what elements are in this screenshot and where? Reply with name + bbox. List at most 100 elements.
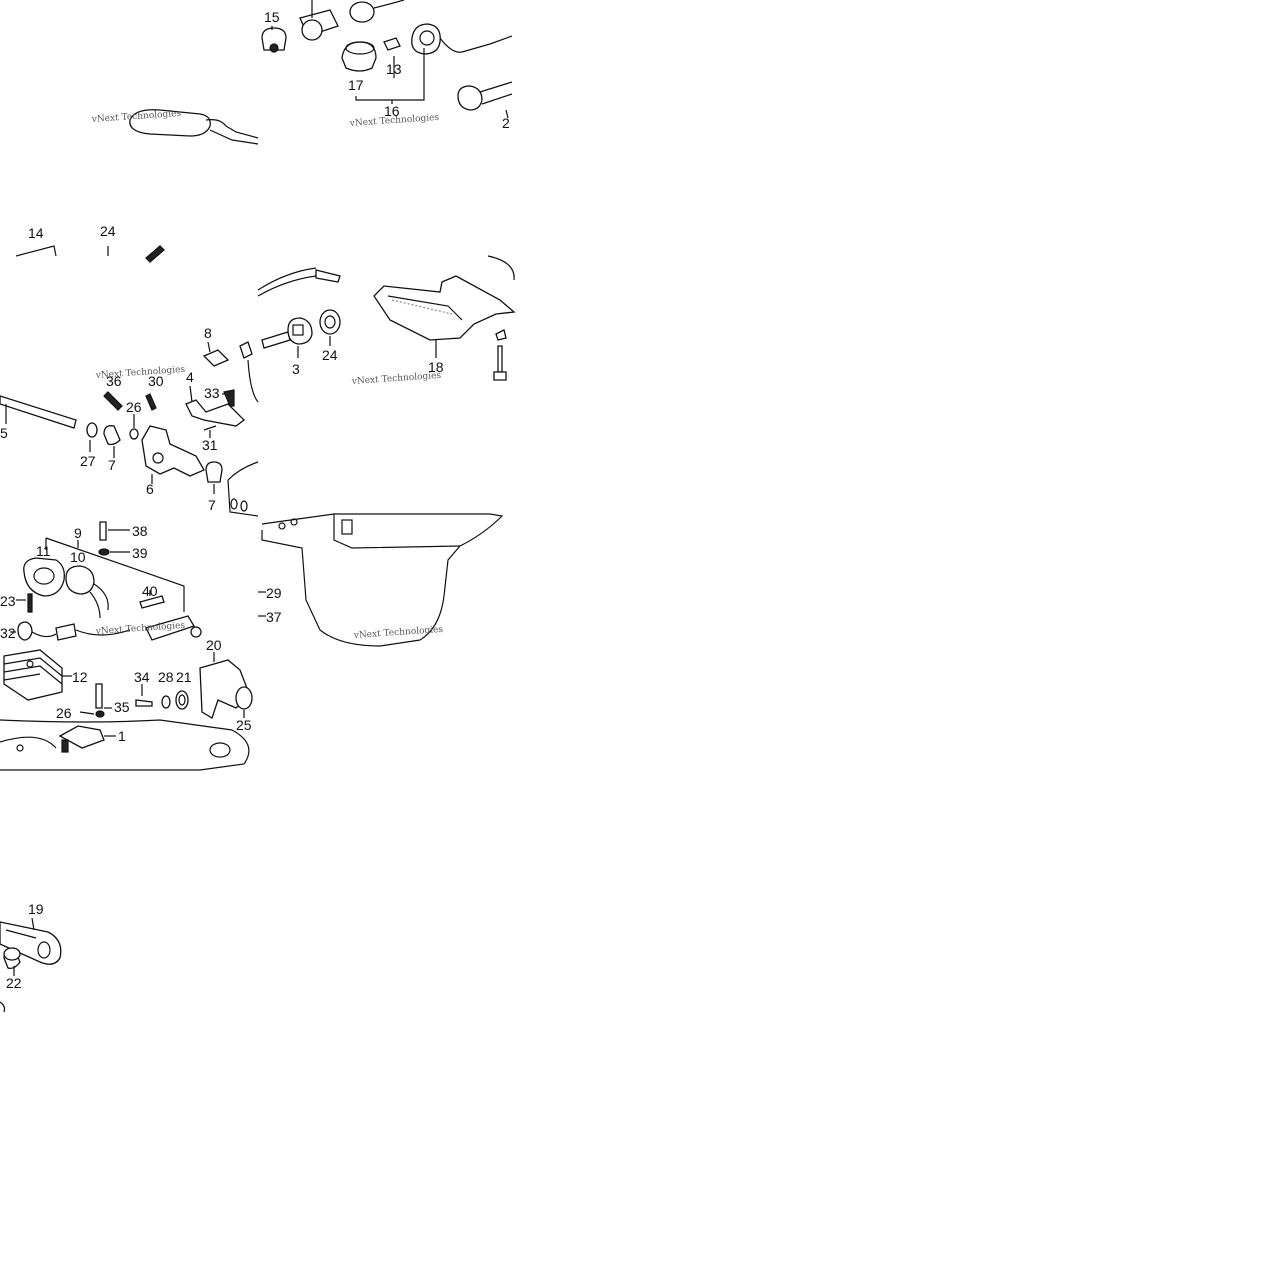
part-18-ridge xyxy=(387,295,463,321)
lower-pan-edge xyxy=(0,719,250,771)
label-part-9: 9 xyxy=(74,525,82,541)
part-16-inner xyxy=(419,30,435,46)
part-4-plate xyxy=(185,399,245,427)
part-15-cap xyxy=(261,27,287,51)
label-part-24b: 24 xyxy=(322,347,338,363)
part-36-bolt xyxy=(103,391,123,411)
label-part-18: 18 xyxy=(428,359,444,375)
handle-bolt-head xyxy=(493,371,507,381)
label-part-28: 28 xyxy=(158,669,174,685)
label-part-29: 29 xyxy=(266,585,282,601)
label-part-8: 8 xyxy=(204,325,212,341)
lower-cowl-body xyxy=(261,513,504,647)
label-part-33: 33 xyxy=(204,385,220,401)
cable-end xyxy=(239,341,253,359)
part-2-switch xyxy=(457,85,483,111)
part-3-square xyxy=(292,324,304,336)
part-21-ring xyxy=(175,690,189,710)
handle-nut xyxy=(495,329,507,341)
cowl-latch xyxy=(341,519,353,535)
panel-carry-handle xyxy=(257,255,516,381)
switch-nut xyxy=(349,1,375,23)
label-part-7b: 7 xyxy=(208,497,216,513)
part-39-washer xyxy=(98,548,110,556)
watermarks: vNext Technologies vNext Technologies vN… xyxy=(91,109,444,641)
label-part-11: 11 xyxy=(36,543,51,559)
label-part-40: 40 xyxy=(142,583,158,599)
label-part-37: 37 xyxy=(266,609,282,625)
part-25-ring xyxy=(235,686,253,710)
label-part-39: 39 xyxy=(132,545,148,561)
part-12-hole xyxy=(26,660,34,668)
label-part-14: 14 xyxy=(28,225,44,241)
panel-linkage xyxy=(0,245,259,494)
bracket-14 xyxy=(15,245,57,257)
cable-tip xyxy=(315,269,341,283)
part-10-coil xyxy=(65,565,95,595)
bracket-9 xyxy=(45,537,185,612)
panel-electrical xyxy=(0,521,253,771)
part-12-fins xyxy=(3,657,63,685)
leader-19 xyxy=(31,917,35,931)
harness-wire xyxy=(31,629,131,638)
cowl-hole-d xyxy=(290,518,298,526)
part-1-switch xyxy=(58,725,105,749)
part-27-washer xyxy=(86,422,98,438)
part-19-eye xyxy=(37,941,51,959)
part-40-pin xyxy=(139,595,165,609)
part-24-nut xyxy=(319,309,341,335)
label-part-24: 24 xyxy=(100,223,116,239)
label-part-26: 26 xyxy=(126,399,142,415)
label-part-13: 13 xyxy=(386,61,402,77)
part-5-rod xyxy=(0,395,77,429)
watermark: vNext Technologies xyxy=(353,625,444,641)
part-2-wire xyxy=(479,81,513,119)
part-11-coil xyxy=(23,557,65,597)
label-part-10: 10 xyxy=(70,549,86,565)
label-part-2: 2 xyxy=(502,115,510,131)
tiller-grip xyxy=(129,109,211,137)
part-17-rim xyxy=(345,41,375,55)
part-30-pin xyxy=(145,393,157,411)
part-sensor xyxy=(145,615,195,641)
switch-body xyxy=(301,19,323,41)
label-part-17: 17 xyxy=(348,77,364,93)
part-15-knob xyxy=(269,43,279,53)
part-33-screw xyxy=(223,389,235,407)
part-24-nut-hole xyxy=(324,315,336,329)
cowl-hole-c xyxy=(278,522,286,530)
sensor-screw xyxy=(190,626,202,638)
part-3-knob xyxy=(287,317,313,345)
lower-cowl-step xyxy=(333,514,461,549)
part-32-clamp xyxy=(17,621,33,641)
label-part-34: 34 xyxy=(134,669,150,685)
part-1-prong xyxy=(61,739,69,753)
bracket-16 xyxy=(355,48,425,104)
panel-tiller-handle xyxy=(129,109,259,145)
part-18-carry-handle xyxy=(373,275,516,341)
cowl-top xyxy=(227,461,259,517)
tiller-arm xyxy=(205,119,259,145)
shaft-stub xyxy=(261,331,291,349)
label-part-23: 23 xyxy=(0,593,16,609)
label-part-6: 6 xyxy=(146,481,154,497)
pan-hole xyxy=(16,744,24,752)
pan-boss xyxy=(209,742,231,758)
part-8-clip xyxy=(202,349,230,367)
switch-wire xyxy=(373,0,405,9)
label-part-26b: 26 xyxy=(56,705,72,721)
label-part-36: 36 xyxy=(106,373,122,389)
label-part-1: 1 xyxy=(118,728,126,744)
label-part-20: 20 xyxy=(206,637,222,653)
label-part-3: 3 xyxy=(292,361,300,377)
label-part-4: 4 xyxy=(186,369,194,385)
part-13-screw xyxy=(383,37,401,51)
part-16-wire xyxy=(439,35,513,53)
label-part-15: 15 xyxy=(264,9,280,25)
leader-26b xyxy=(79,711,95,715)
label-part-5: 5 xyxy=(0,425,8,441)
part-7-bushing-b xyxy=(205,461,223,483)
label-part-12: 12 xyxy=(72,669,88,685)
cowl-hole-a xyxy=(230,498,238,510)
